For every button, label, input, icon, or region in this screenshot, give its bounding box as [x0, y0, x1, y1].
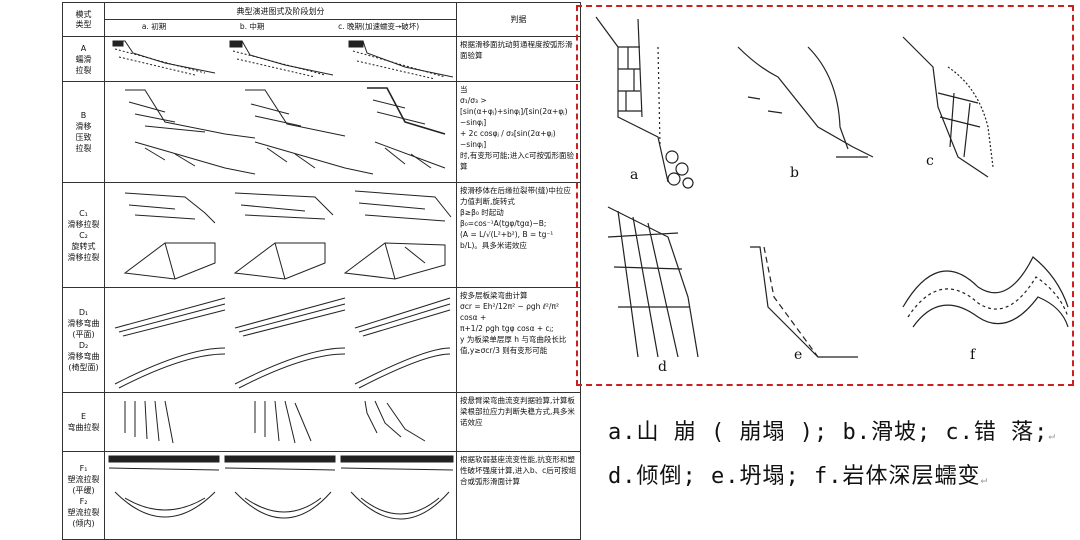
mode-a: A 蠕滑 拉裂 — [62, 36, 105, 82]
criterion-c: 按滑移体在后缘拉裂带(缝)中拉应力值判断,旋转式 β≥β₀ 时起动 β₀=cos… — [456, 182, 581, 288]
caption-line-2: d.倾倒; e.坍塌; f.岩体深层蠕变↵ — [608, 464, 989, 489]
mode-e: E 弯曲拉裂 — [62, 392, 105, 452]
label-a: a — [630, 167, 639, 183]
label-e: e — [794, 347, 803, 363]
mode-table: 模式 类型 典型演进图式及阶段划分 a. 初期 b. 中期 c. 晚期(加速蠕变… — [62, 2, 581, 540]
criterion-d: 按多层板梁弯曲计算 σcr = Eh²/12π² − ρgh ℓ²/π² cos… — [456, 287, 581, 393]
label-b: b — [790, 165, 799, 181]
criterion-a: 根据滑移面抗动剪通程度按弧形滑面验算 — [456, 36, 581, 82]
header-criterion: 判据 — [456, 2, 581, 37]
stage-a-label: a. 初期 — [141, 22, 167, 31]
figure-row-c — [104, 182, 457, 288]
sketch-b-profile — [737, 46, 874, 158]
slope-failure-figure: a b c d e f — [576, 5, 1074, 386]
criterion-b: 当 σ₁/σ₃ > [sin(α+φⱼ)+sinφⱼ]/[sin(2α+φⱼ)−… — [456, 81, 581, 183]
label-c: c — [926, 153, 934, 169]
header-stage: 典型演进图式及阶段划分 a. 初期 b. 中期 c. 晚期(加速蠕变→破坏) — [104, 2, 457, 37]
header-mode: 模式 类型 — [62, 2, 105, 37]
label-f: f — [970, 347, 976, 363]
criterion-f: 根据软弱基座流变性能,抗变形和塑性破坏强度计算,进入b、c后可按组合或弧形滑面计… — [456, 451, 581, 540]
sketch-f-profile — [902, 256, 1069, 308]
sketch-e-profile — [750, 246, 858, 358]
caption-line-1: a.山 崩 ( 崩塌 ); b.滑坡; c.错 落;↵ — [608, 420, 1057, 445]
figure-row-e — [104, 392, 457, 452]
sketch-a-profile — [595, 16, 669, 183]
mode-f: F₁ 塑流拉裂 (平缓) F₂ 塑流拉裂 (倾内) — [62, 451, 105, 540]
label-d: d — [658, 359, 667, 375]
sketch-d-profile — [607, 206, 699, 358]
criterion-e: 按悬臂梁弯曲流变判据验算,计算板梁根部拉应力判断失稳方式,具多米诺效应 — [456, 392, 581, 452]
slope-failure-sketches — [595, 16, 1069, 358]
return-mark: ↵ — [980, 473, 989, 486]
mode-b: B 滑移 压致 拉裂 — [62, 81, 105, 183]
return-mark: ↵ — [1048, 429, 1057, 442]
figure-row-d — [104, 287, 457, 393]
mode-c: C₁ 滑移拉裂 C₂ 旋转式 滑移拉裂 — [62, 182, 105, 288]
figure-row-f — [104, 451, 457, 540]
deformation-mode-table: 模式 类型 典型演进图式及阶段划分 a. 初期 b. 中期 c. 晚期(加速蠕变… — [62, 2, 581, 540]
figure-row-b — [104, 81, 457, 183]
stage-b-label: b. 中期 — [239, 22, 265, 31]
stage-c-label: c. 晚期(加速蠕变→破坏) — [338, 22, 420, 31]
sketch-c-profile — [902, 36, 989, 178]
mode-d: D₁ 滑移弯曲 (平面) D₂ 滑移弯曲 (椅型面) — [62, 287, 105, 393]
figure-row-a — [104, 36, 457, 82]
